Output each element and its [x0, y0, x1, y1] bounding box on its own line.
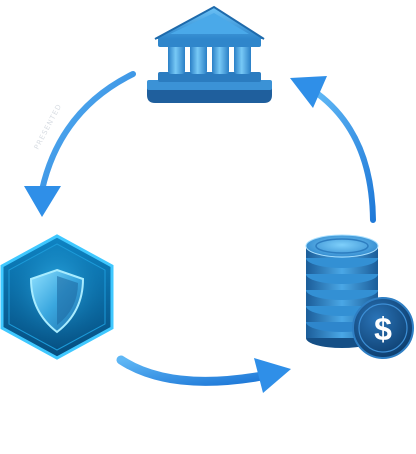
- arrow-security-to-money: [116, 355, 291, 393]
- shield-hexagon-icon: [0, 234, 114, 360]
- arrow-money-to-bank: [290, 76, 376, 223]
- coin-stack-dollar-icon: $: [305, 234, 414, 359]
- bank-building-icon: [147, 5, 272, 103]
- dollar-symbol: $: [374, 311, 392, 347]
- arrow-bank-to-security: [24, 71, 136, 217]
